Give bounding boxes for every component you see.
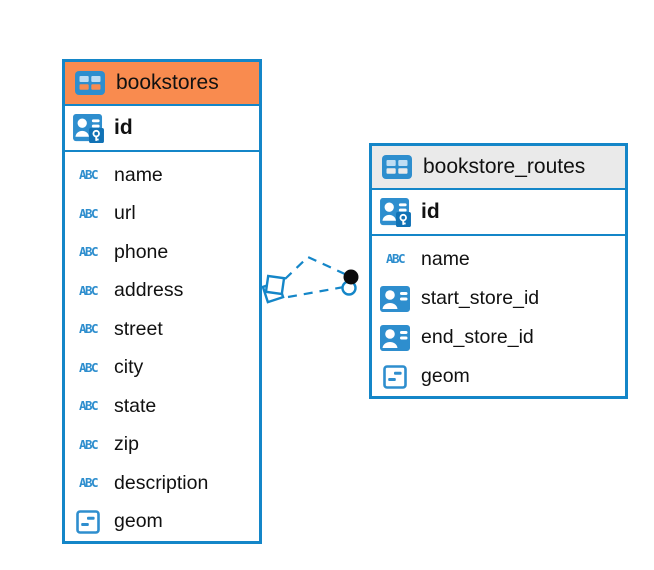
column-name: name	[421, 248, 470, 270]
geometry-type-icon	[378, 365, 412, 389]
column-name: state	[114, 394, 157, 417]
text-type-icon: ABC	[78, 244, 99, 259]
column-row-id[interactable]: id	[65, 106, 259, 152]
text-type-icon: ABC	[78, 398, 99, 413]
text-type-icon: ABC	[78, 282, 99, 298]
column-list: ABC name start_store_id end_store_id geo…	[372, 236, 625, 396]
column-row-geom[interactable]: geom	[65, 503, 259, 542]
column-row-id[interactable]: id	[372, 190, 625, 236]
column-list: ABC name ABC url ABC phone ABC address A…	[65, 152, 259, 541]
relationship-line-upper[interactable]	[284, 255, 348, 280]
column-name: address	[114, 279, 184, 302]
column-name: description	[114, 471, 209, 494]
table-icon	[73, 71, 107, 95]
column-row-street[interactable]: ABC street	[65, 310, 259, 349]
column-name: name	[114, 163, 163, 186]
column-name: geom	[421, 365, 470, 387]
relationship-bookstores-to-bookstore-routes[interactable]	[261, 255, 359, 304]
column-row-name[interactable]: ABC name	[65, 156, 259, 195]
column-row-name[interactable]: ABC name	[372, 240, 625, 279]
column-name: id	[421, 200, 440, 223]
table-bookstore-routes[interactable]: bookstore_routes id ABC name start_store…	[369, 143, 628, 399]
text-type-icon: ABC	[78, 167, 99, 182]
table-header[interactable]: bookstores	[65, 62, 259, 106]
table-title: bookstore_routes	[423, 155, 586, 178]
text-type-icon: ABC	[385, 251, 406, 267]
table-title: bookstores	[116, 71, 219, 94]
column-name: street	[114, 317, 163, 340]
reference-type-icon	[378, 325, 412, 351]
column-name: geom	[114, 510, 163, 533]
column-row-zip[interactable]: ABC zip	[65, 426, 259, 465]
text-type-icon: ABC	[78, 321, 99, 336]
column-name: phone	[114, 240, 169, 263]
column-row-phone[interactable]: ABC phone	[65, 233, 259, 272]
column-row-url[interactable]: ABC url	[65, 195, 259, 234]
geometry-type-icon	[71, 510, 105, 534]
text-type-icon: ABC	[78, 205, 99, 221]
column-name: url	[114, 202, 136, 225]
primary-key-icon	[378, 198, 412, 227]
column-name: id	[114, 116, 133, 139]
column-row-description[interactable]: ABC description	[65, 464, 259, 503]
column-name: start_store_id	[421, 287, 540, 309]
relationship-line-lower[interactable]	[287, 285, 345, 299]
column-row-start-store-id[interactable]: start_store_id	[372, 279, 625, 318]
column-row-geom[interactable]: geom	[372, 357, 625, 396]
relationship-source-marker[interactable]	[261, 274, 286, 304]
table-icon	[380, 155, 414, 179]
column-name: zip	[114, 433, 139, 456]
table-header[interactable]: bookstore_routes	[372, 146, 625, 190]
column-name: city	[114, 356, 144, 379]
table-bookstores[interactable]: bookstores id ABC name ABC url ABC phone…	[62, 59, 262, 544]
relationship-target-dot[interactable]	[343, 269, 359, 285]
text-type-icon: ABC	[78, 359, 99, 375]
column-row-city[interactable]: ABC city	[65, 349, 259, 388]
column-row-end-store-id[interactable]: end_store_id	[372, 318, 625, 357]
column-row-state[interactable]: ABC state	[65, 387, 259, 426]
text-type-icon: ABC	[78, 436, 99, 452]
reference-type-icon	[378, 286, 412, 312]
column-row-address[interactable]: ABC address	[65, 272, 259, 311]
primary-key-icon	[71, 114, 105, 143]
column-name: end_store_id	[421, 326, 534, 348]
text-type-icon: ABC	[78, 475, 99, 490]
